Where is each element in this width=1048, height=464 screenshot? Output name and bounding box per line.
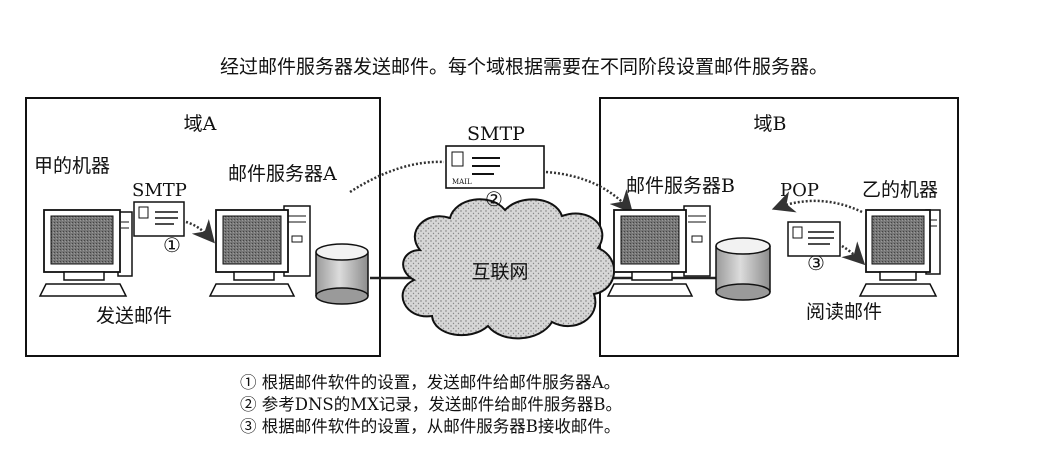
arrow-pop-delivery bbox=[841, 241, 866, 266]
domain-b-title: 域B bbox=[754, 113, 787, 135]
envelope-icon-step-2: MAIL bbox=[445, 145, 545, 189]
step-1-marker: ① bbox=[163, 233, 181, 257]
envelope-stamp-text: MAIL bbox=[452, 178, 472, 186]
cloud-label: 互联网 bbox=[471, 261, 528, 283]
mail-server-b-icon bbox=[606, 205, 771, 301]
step-3-marker: ③ bbox=[807, 251, 825, 275]
receiver-computer-icon bbox=[858, 209, 941, 297]
note-step-1: ① 根据邮件软件的设置，发送邮件给邮件服务器A。 bbox=[240, 373, 621, 392]
pop-label: POP bbox=[780, 180, 819, 201]
step-2-marker: ② bbox=[485, 187, 503, 211]
diagram-caption: 经过邮件服务器发送邮件。每个域根据需要在不同阶段设置邮件服务器。 bbox=[219, 56, 828, 78]
domain-a-title: 域A bbox=[184, 113, 217, 135]
mail-server-b-label: 邮件服务器B bbox=[626, 175, 735, 197]
arrow-step-2-in bbox=[545, 170, 633, 214]
read-mail-label: 阅读邮件 bbox=[806, 301, 882, 323]
mail-server-a-icon bbox=[208, 205, 369, 305]
receiver-machine-label: 乙的机器 bbox=[862, 179, 938, 201]
mail-server-a-label: 邮件服务器A bbox=[228, 163, 337, 185]
send-mail-label: 发送邮件 bbox=[96, 305, 172, 327]
arrow-step-2-out bbox=[349, 160, 445, 194]
envelope-icon-step-1 bbox=[133, 201, 185, 237]
internet-smtp-label: SMTP bbox=[467, 123, 525, 145]
domain-a-box bbox=[25, 97, 381, 357]
note-step-3: ③ 根据邮件软件的设置，从邮件服务器B接收邮件。 bbox=[240, 417, 621, 436]
note-step-2: ② 参考DNS的MX记录，发送邮件给邮件服务器B。 bbox=[240, 395, 622, 414]
sender-machine-label: 甲的机器 bbox=[34, 155, 110, 177]
internet-cloud: 互联网 bbox=[401, 198, 615, 340]
envelope-icon-step-3 bbox=[787, 221, 841, 257]
step-notes: ① 根据邮件软件的设置，发送邮件给邮件服务器A。 ② 参考DNS的MX记录，发送… bbox=[240, 372, 622, 438]
arrow-pop-request bbox=[771, 191, 863, 214]
arrow-step-1 bbox=[185, 219, 215, 244]
sender-computer-icon bbox=[38, 209, 133, 297]
domain-a-smtp-label: SMTP bbox=[132, 180, 187, 201]
